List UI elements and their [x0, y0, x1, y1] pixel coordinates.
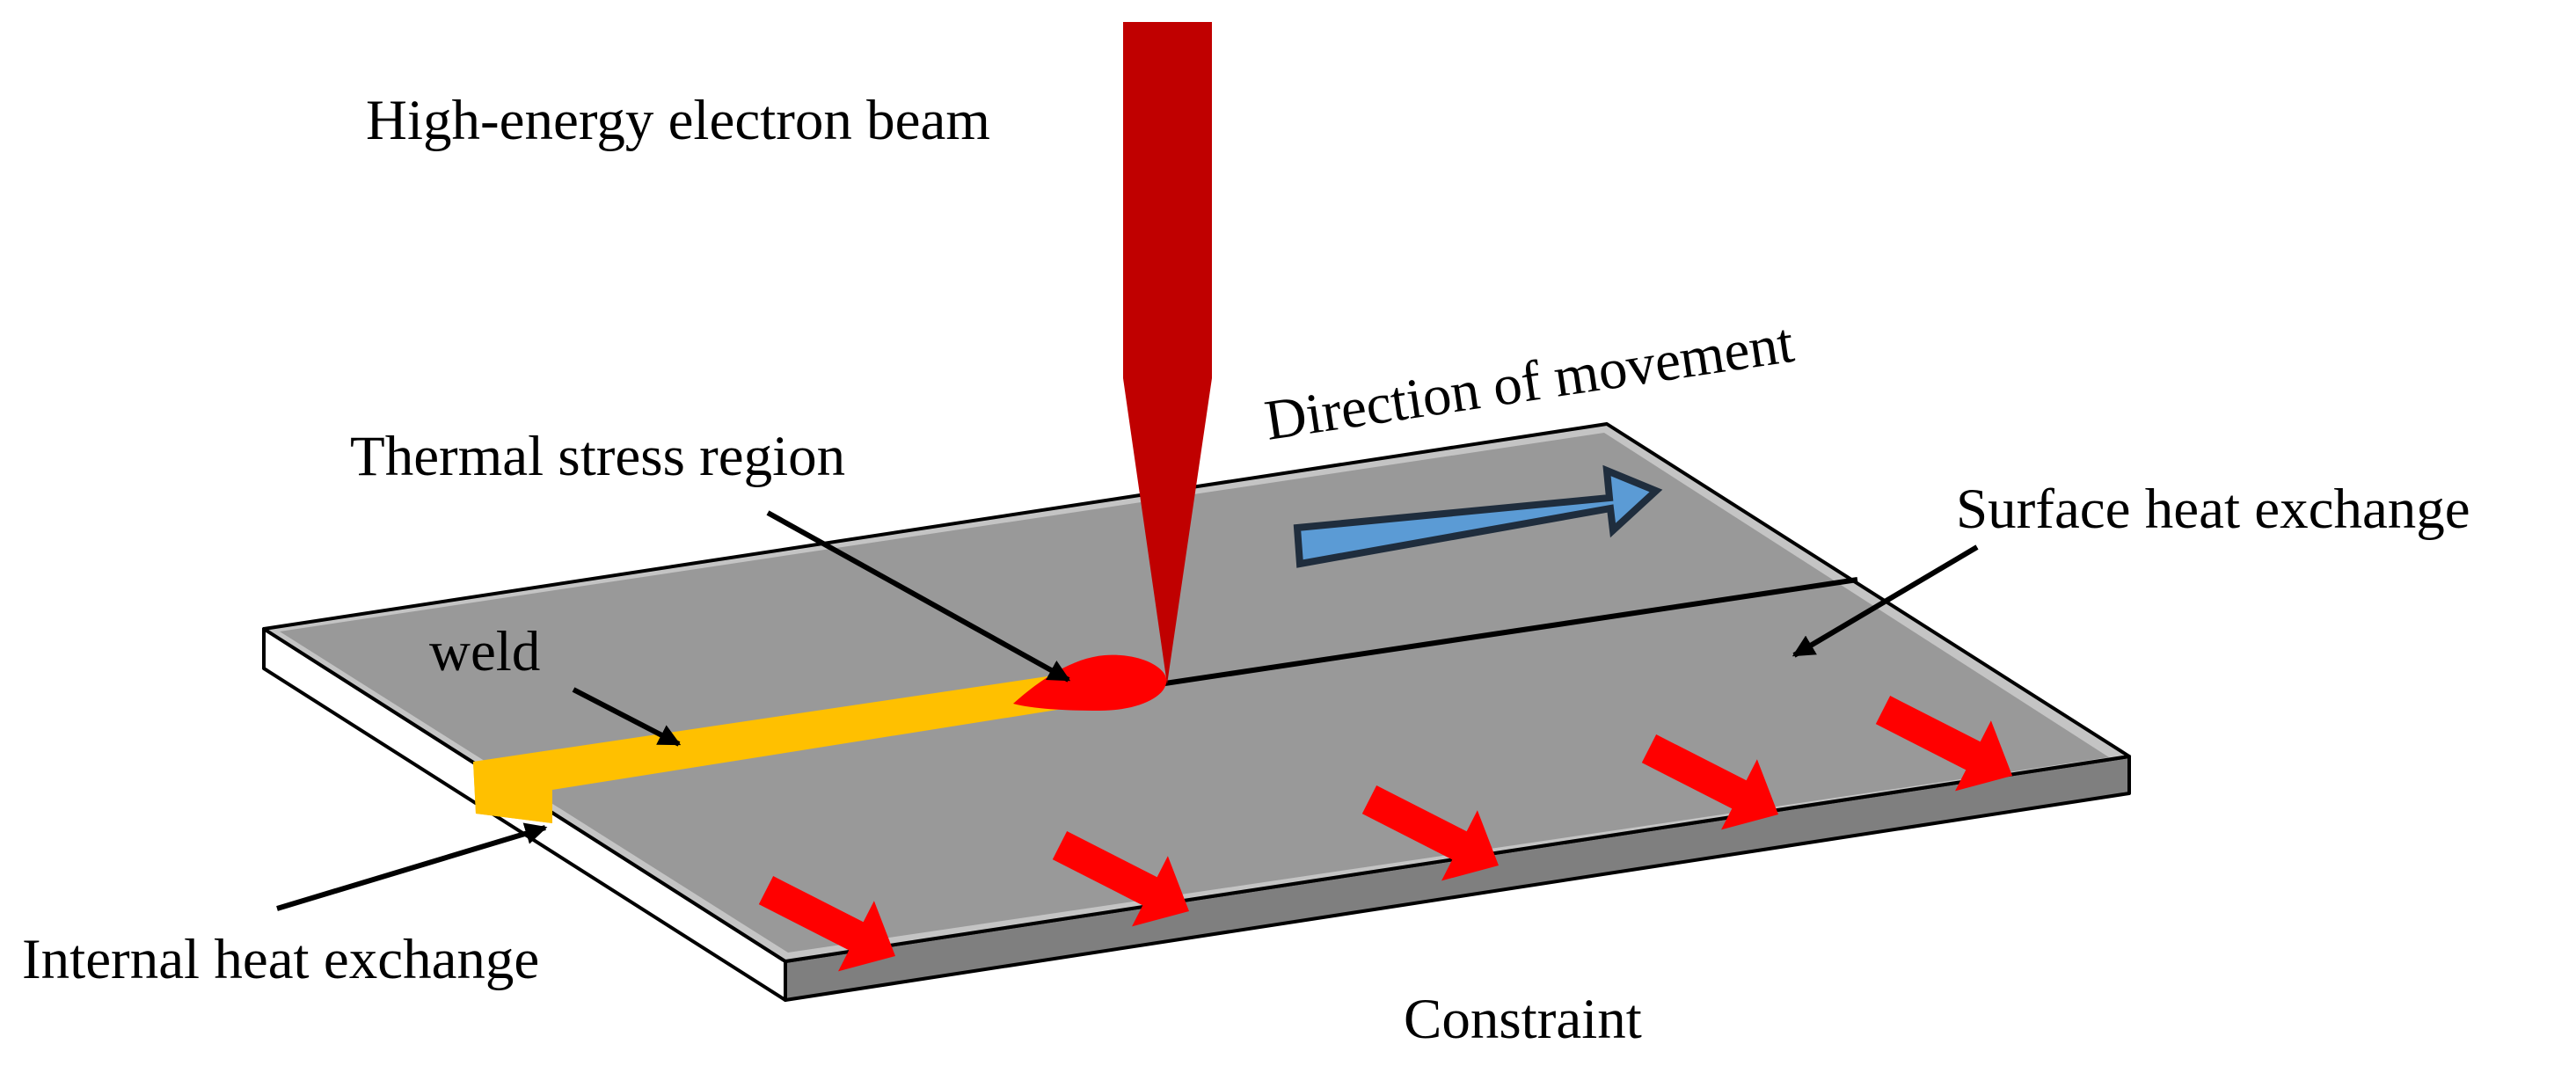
seam-line [1158, 577, 1858, 687]
plate-top-surface [280, 433, 2109, 953]
surface-heat-exchange-label: Surface heat exchange [1956, 478, 2470, 541]
thermal-stress-label: Thermal stress region [350, 425, 845, 488]
constraint-label: Constraint [1404, 988, 1642, 1051]
electron-beam [1123, 22, 1212, 684]
melt-pool [1013, 654, 1167, 711]
weld-bead [473, 668, 1135, 823]
constraint-arrow [1875, 696, 2012, 792]
weld-label: weld [429, 620, 540, 683]
internal-heat-exchange-pointer [276, 822, 548, 911]
weld-pointer [572, 687, 682, 747]
constraint-arrow [1052, 831, 1189, 927]
weld-bead-side [473, 762, 552, 823]
constraint-arrow [1641, 734, 1778, 830]
internal-heat-exchange-label: Internal heat exchange [22, 928, 539, 991]
constraint-arrow [758, 876, 895, 972]
direction-label: Direction of movement [1261, 311, 1798, 453]
surface-heat-exchange-pointer [1792, 544, 1979, 658]
constraint-arrow [1361, 785, 1499, 881]
beam-label: High-energy electron beam [366, 89, 990, 152]
constraint-arrows [758, 696, 2012, 972]
direction-arrow [1293, 464, 1663, 568]
thermal-stress-pointer [766, 510, 1071, 683]
